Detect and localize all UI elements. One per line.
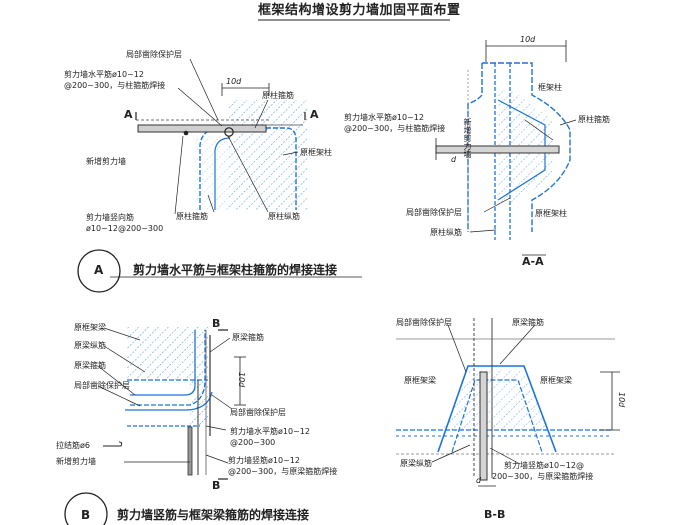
section-b-caption: 剪力墙竖筋与框架梁箍筋的焊接连接 bbox=[117, 508, 310, 522]
aa-label-cover-removed: 局部凿除保护层 bbox=[406, 208, 462, 217]
section-a-circle bbox=[77, 249, 121, 293]
bb-label-beam-stirrup: 原梁箍筋 bbox=[512, 318, 544, 327]
aa-dim-10d: 10d bbox=[520, 35, 536, 44]
column-hatch bbox=[228, 100, 308, 210]
label-orig-column: 原框架柱 bbox=[300, 148, 332, 157]
aa-label-orig-column: 原框架柱 bbox=[535, 209, 567, 218]
b-label-vert-bar-2: @200~300，与原梁箍筋焊接 bbox=[228, 467, 338, 476]
aa-label-horiz-bar-2: @200~300，与柱箍筋焊接 bbox=[344, 124, 446, 133]
b-dim-10d: 10d bbox=[237, 372, 246, 388]
b-label-cover-removed-2: 局部凿除保护层 bbox=[230, 408, 286, 417]
cut-mark-right: A bbox=[310, 108, 319, 121]
bb-dim-10d: 10d bbox=[617, 392, 626, 408]
diagram-a-graphic bbox=[77, 58, 362, 293]
bb-label-cover-removed: 局部凿除保护层 bbox=[396, 318, 452, 327]
b-label-vert-bar-1: 剪力墙竖筋ø10~12 bbox=[228, 456, 300, 465]
label-col-stirrup-top: 原柱箍筋 bbox=[262, 91, 294, 100]
bb-label-vert-bar-1: 剪力墙竖筋ø10~12@ bbox=[504, 461, 584, 470]
label-cover-removed: 局部凿除保护层 bbox=[126, 50, 182, 59]
section-a-caption: 剪力墙水平筋与框架柱箍筋的焊接连接 bbox=[133, 263, 338, 277]
b-cut-top: B bbox=[212, 317, 221, 330]
b-label-horiz-bar-2: @200~300 bbox=[230, 438, 276, 447]
label-horiz-bar-2: @200~300，与柱箍筋焊接 bbox=[64, 81, 166, 90]
bb-label-beam-long-bar: 原梁纵筋 bbox=[400, 459, 432, 468]
diagram-bb-graphic bbox=[396, 318, 620, 487]
aa-label-col-long-bar: 原柱纵筋 bbox=[430, 228, 462, 237]
b-label-cover-removed: 局部凿除保护层 bbox=[74, 381, 130, 390]
aa-label-horiz-bar-1: 剪力墙水平筋ø10~12 bbox=[344, 113, 424, 122]
section-b-circle bbox=[64, 492, 108, 525]
b-label-horiz-bar-1: 剪力墙水平筋ø10~12 bbox=[230, 427, 310, 436]
section-a-mark: A bbox=[94, 263, 104, 277]
b-label-orig-beam: 原框架梁 bbox=[74, 323, 106, 332]
bb-caption: B-B bbox=[484, 508, 506, 521]
b-label-new-wall: 新增剪力墙 bbox=[56, 457, 96, 466]
b-label-tie-bar: 拉结筋ø6 bbox=[56, 441, 90, 450]
page-title: 框架结构增设剪力墙加固平面布置 bbox=[258, 3, 461, 18]
bb-label-orig-beam-right: 原框架梁 bbox=[540, 376, 572, 385]
bb-label-orig-beam-left: 原框架梁 bbox=[404, 376, 436, 385]
b-label-beam-stirrup-2: 原梁箍筋 bbox=[74, 361, 106, 370]
b-label-beam-stirrup: 原梁箍筋 bbox=[232, 333, 264, 342]
bb-label-vert-bar-2: 200~300，与原梁箍筋焊接 bbox=[492, 472, 594, 481]
label-col-stirrup-bottom: 原柱箍筋 bbox=[176, 212, 208, 221]
aa-label-d: d bbox=[451, 155, 457, 164]
aa-caption: A-A bbox=[522, 255, 544, 268]
aa-label-frame-column: 框架柱 bbox=[538, 83, 562, 92]
label-col-long-bar: 原柱纵筋 bbox=[268, 212, 300, 221]
label-horiz-bar-1: 剪力墙水平筋ø10~12 bbox=[64, 70, 144, 79]
dim-10d: 10d bbox=[226, 77, 242, 86]
bb-label-d: d bbox=[476, 476, 482, 485]
diagram-aa-graphic bbox=[435, 40, 577, 256]
b-cut-bottom: B bbox=[212, 479, 221, 492]
label-vert-bar-2: ø10~12@200~300 bbox=[86, 224, 164, 233]
b-label-beam-long-bar: 原梁纵筋 bbox=[74, 341, 106, 350]
cut-mark-left: A bbox=[124, 108, 133, 121]
aa-label-col-stirrup: 原柱箍筋 bbox=[578, 115, 610, 124]
section-b-mark: B bbox=[81, 508, 91, 522]
aa-label-new-wall: 新增剪力墙 bbox=[463, 118, 472, 158]
diagram-b-graphic bbox=[64, 327, 246, 525]
label-new-wall: 新增剪力墙 bbox=[86, 157, 126, 166]
label-vert-bar-1: 剪力墙竖向筋 bbox=[86, 213, 134, 222]
